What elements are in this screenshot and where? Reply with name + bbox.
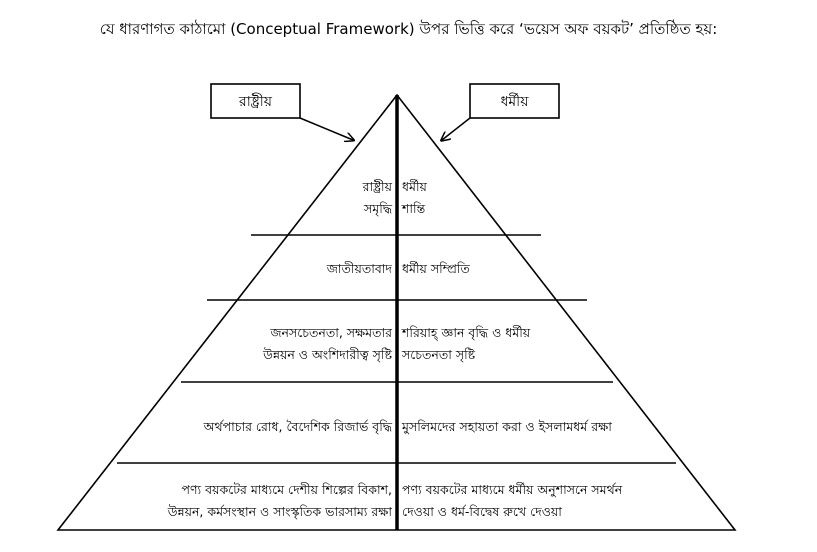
level-5-right-line-2: দেওয়া ও ধর্ম-বিদ্বেষ রুখে দেওয়া	[402, 504, 562, 519]
page-title: যে ধারণাগত কাঠামো (Conceptual Framework)…	[99, 20, 718, 38]
level-1-left-line-1: রাষ্ট্রীয়	[362, 179, 392, 194]
level-1-left-text: রাষ্ট্রীয় সমৃদ্ধি	[363, 176, 392, 220]
level-1-right-text: ধর্মীয় শান্তি	[402, 176, 427, 220]
level-2-left-text: জাতীয়তাবাদ	[327, 258, 392, 280]
level-5-left-text: পণ্য বয়কটের মাধ্যমে দেশীয় শিল্পের বিকা…	[168, 479, 392, 523]
level-5-left-line-2: উন্নয়ন, কর্মসংস্থান ও সাংস্কৃতিক ভারসাম…	[167, 504, 392, 519]
level-4-left-line-1: অর্থপাচার রোধ, বৈদেশিক রিজার্ভ বৃদ্ধি	[203, 419, 392, 434]
level-4-left-text: অর্থপাচার রোধ, বৈদেশিক রিজার্ভ বৃদ্ধি	[204, 416, 392, 438]
left-label-box	[210, 83, 301, 119]
right-label-box	[469, 83, 560, 119]
level-1-right-line-2: শান্তি	[402, 201, 426, 216]
level-3-right-line-2: সচেতনতা সৃষ্টি	[402, 347, 476, 362]
level-3-left-text: জনসচেতনতা, সক্ষমতার উন্নয়ন ও অংশিদারীত্…	[263, 322, 392, 366]
left-arrow	[299, 117, 353, 140]
level-2-left-line-1: জাতীয়তাবাদ	[326, 261, 392, 276]
level-5-left-line-1: পণ্য বয়কটের মাধ্যমে দেশীয় শিল্পের বিকা…	[181, 482, 392, 497]
level-3-right-line-1: শরিয়াহ্‌ জ্ঞান বৃদ্ধি ও ধর্মীয়	[402, 325, 531, 340]
level-3-left-line-2: উন্নয়ন ও অংশিদারীত্ব সৃষ্টি	[263, 347, 392, 362]
level-3-left-line-1: জনসচেতনতা, সক্ষমতার	[270, 325, 392, 340]
level-3-right-text: শরিয়াহ্‌ জ্ঞান বৃদ্ধি ও ধর্মীয় সচেতনতা…	[402, 322, 530, 366]
left-box-label: রাষ্ট্রীয়	[239, 94, 272, 110]
level-2-right-text: ধর্মীয় সম্প্রিতি	[402, 258, 470, 280]
level-5-right-text: পণ্য বয়কটের মাধ্যমে ধর্মীয় অনুশাসনে সম…	[402, 479, 622, 523]
level-5-right-line-1: পণ্য বয়কটের মাধ্যমে ধর্মীয় অনুশাসনে সম…	[402, 482, 623, 497]
level-2-right-line-1: ধর্মীয় সম্প্রিতি	[402, 261, 470, 276]
level-4-right-text: মুসলিমদের সহায়তা করা ও ইসলামধর্ম রক্ষা	[402, 416, 612, 438]
right-arrow	[442, 117, 471, 140]
right-box-label: ধর্মীয়	[500, 94, 529, 110]
level-4-right-line-1: মুসলিমদের সহায়তা করা ও ইসলামধর্ম রক্ষা	[402, 419, 612, 434]
level-1-left-line-2: সমৃদ্ধি	[364, 201, 392, 216]
level-1-right-line-1: ধর্মীয়	[402, 179, 427, 194]
